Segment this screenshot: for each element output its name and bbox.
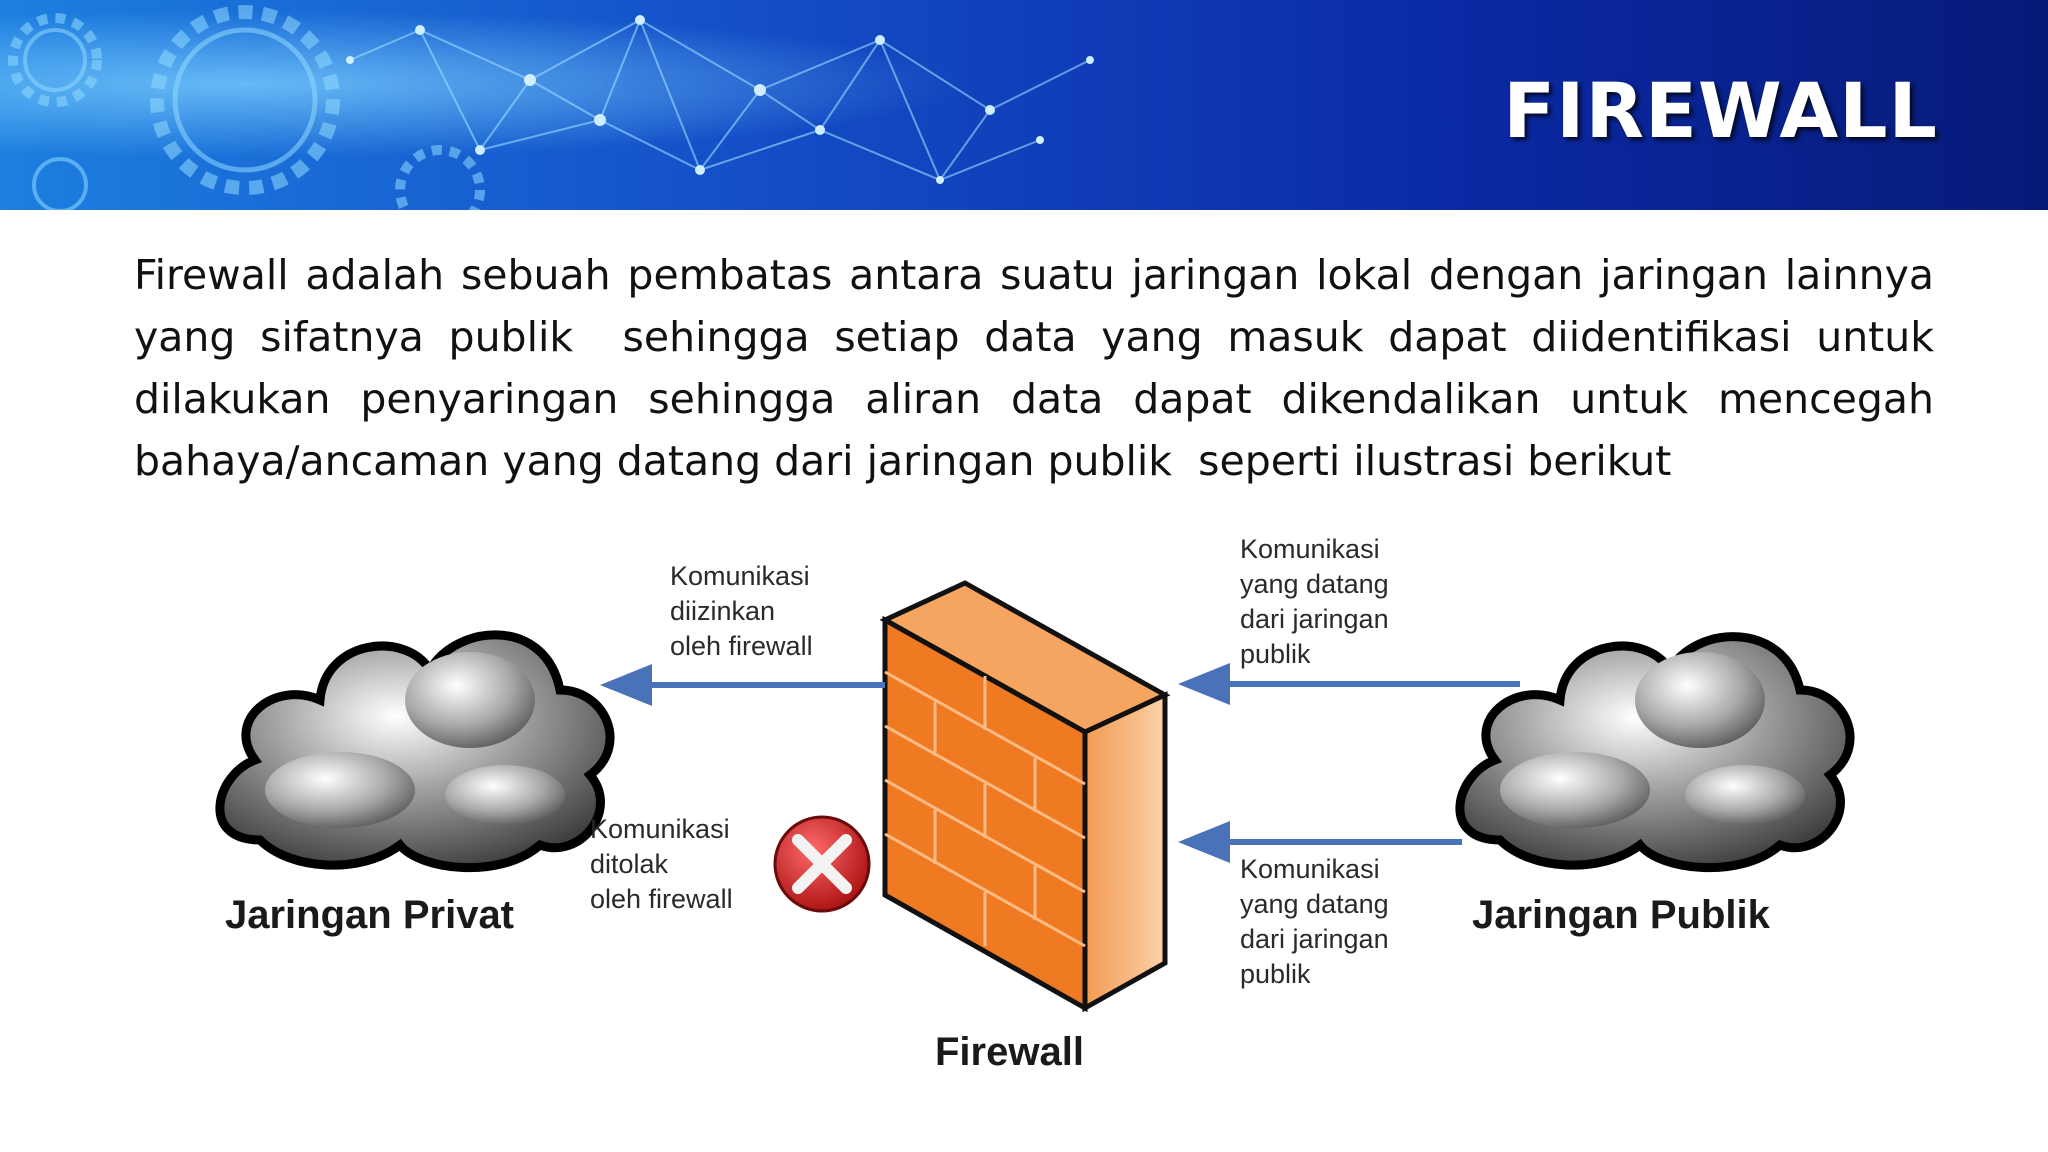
public-network-label: Jaringan Publik (1472, 893, 1771, 937)
arrow-incoming-top (1178, 663, 1520, 705)
slide-title: FIREWALL (1503, 66, 1938, 155)
private-network-label: Jaringan Privat (225, 893, 514, 937)
arrow-incoming-bottom (1178, 821, 1462, 863)
intro-paragraph: Firewall adalah sebuah pembatas antara s… (134, 251, 1948, 485)
incoming-top-label: Komunikasi yang datang dari jaringan pub… (1240, 534, 1396, 669)
allowed-communication-label: Komunikasi diizinkan oleh firewall (670, 561, 817, 661)
banner-background (0, 0, 2048, 210)
firewall-wall-icon (879, 580, 1171, 1013)
network-nodes (346, 15, 1094, 184)
rejected-communication-label: Komunikasi ditolak oleh firewall (590, 814, 737, 914)
firewall-label: Firewall (935, 1030, 1084, 1074)
header-banner: FIREWALL (0, 0, 2048, 210)
reject-icon (773, 815, 871, 913)
incoming-bottom-label: Komunikasi yang datang dari jaringan pub… (1240, 854, 1396, 989)
arrow-allowed-to-private (600, 664, 885, 706)
gear-icon (8, 5, 485, 210)
private-network-cloud-icon (215, 630, 615, 873)
public-network-cloud-icon (1455, 632, 1855, 873)
